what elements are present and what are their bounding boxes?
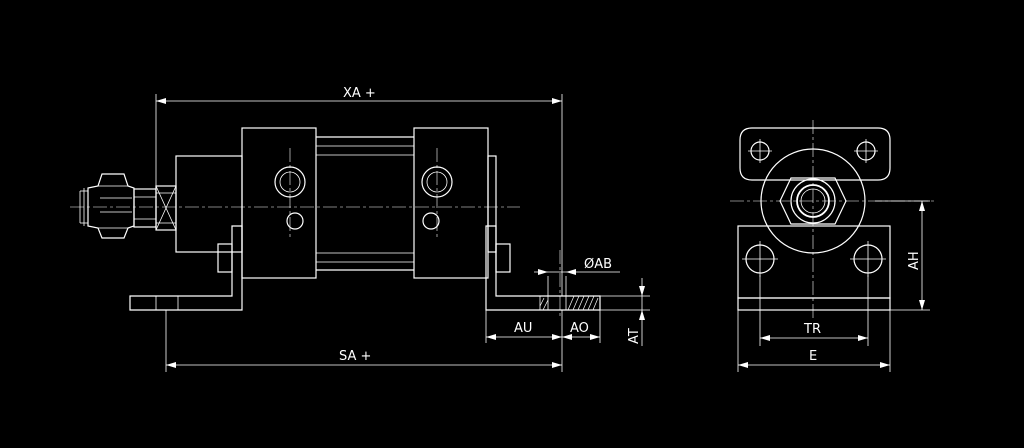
dim-at-label: AT xyxy=(627,328,642,344)
dim-ah xyxy=(875,200,930,311)
rod-nut xyxy=(79,173,135,239)
dim-sa-label: SA + xyxy=(339,349,371,364)
dim-au-ao xyxy=(485,310,601,343)
piston-rod xyxy=(133,188,157,228)
end-foot xyxy=(737,225,891,311)
front-foot-bracket xyxy=(129,225,243,311)
rear-foot-bracket xyxy=(485,225,601,311)
side-view: XA + SA + AU AO Ø xyxy=(70,86,650,372)
dim-e-label: E xyxy=(809,349,817,364)
dim-tr-label: TR xyxy=(803,322,821,337)
dim-at xyxy=(600,278,650,346)
front-head xyxy=(241,127,317,279)
wrench-flats xyxy=(155,185,177,231)
dim-ab xyxy=(534,269,620,296)
rear-head xyxy=(413,127,497,279)
dim-ah-label: AH xyxy=(907,251,922,270)
end-cover xyxy=(739,127,891,181)
dim-xa xyxy=(155,94,563,296)
dim-au-label: AU xyxy=(514,321,532,336)
dim-ao-label: AO xyxy=(570,321,589,336)
dim-xa-label: XA + xyxy=(343,86,376,101)
dim-ab-label: ØAB xyxy=(584,257,612,272)
dim-e xyxy=(737,310,891,372)
end-view: AH TR E xyxy=(730,120,935,372)
dim-sa xyxy=(165,310,563,372)
barrel xyxy=(316,136,414,271)
dim-tr xyxy=(759,275,869,346)
